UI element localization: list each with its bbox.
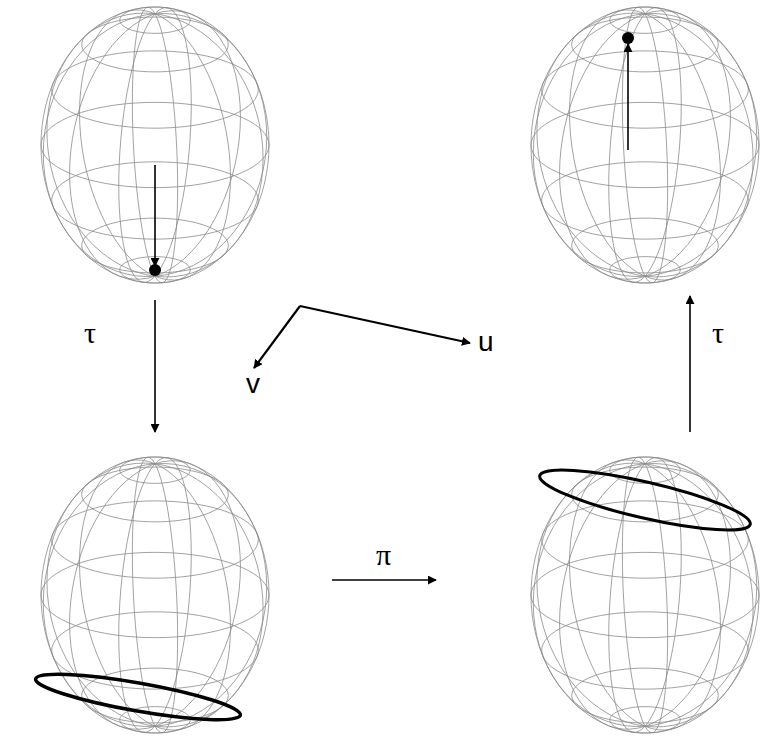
axis-label: u [478, 328, 494, 356]
sphere-wireframe [609, 8, 682, 282]
sphere-wireframe [542, 162, 749, 239]
sphere-wireframe [70, 461, 241, 729]
transition-label: τ [712, 318, 724, 348]
state-vector [154, 165, 156, 266]
sphere-wireframe [52, 612, 259, 689]
trajectory [536, 458, 755, 542]
transition-label: τ [84, 318, 96, 348]
axis [254, 306, 300, 368]
axis [300, 306, 470, 343]
sphere-wireframe [572, 17, 719, 72]
sphere-wireframe [542, 612, 749, 689]
sphere-wireframe [41, 552, 269, 637]
sphere-wireframe [533, 464, 756, 727]
sphere-wireframe [119, 8, 192, 282]
sphere-wireframe [52, 501, 259, 578]
sphere-wireframe [80, 460, 231, 730]
sphere-wireframe [570, 460, 721, 730]
sphere-wireframe [622, 7, 667, 282]
transition-arrow [689, 296, 691, 432]
sphere-wireframe [132, 7, 177, 282]
sphere-wireframe [542, 51, 749, 128]
sphere-wireframe [622, 457, 667, 732]
sphere-wireframe [41, 457, 269, 733]
sphere-wireframe [531, 102, 759, 187]
state-dot [149, 264, 161, 276]
sphere-wireframe [41, 7, 269, 283]
sphere-wireframe [560, 11, 731, 279]
state-dot [622, 32, 634, 44]
axis-label: v [246, 370, 260, 398]
sphere-wireframe [542, 501, 749, 578]
sphere-wireframe [531, 7, 759, 283]
sphere-wireframe [52, 51, 259, 128]
sphere-wireframe [531, 552, 759, 637]
state-vector [627, 44, 629, 150]
sphere-wireframe [80, 10, 231, 280]
transition-arrow [332, 579, 436, 581]
sphere-wireframe [132, 457, 177, 732]
sphere-wireframe [47, 13, 263, 277]
sphere-wireframe [572, 218, 719, 273]
sphere-wireframe [533, 14, 756, 277]
sphere-wireframe [531, 457, 759, 733]
sphere-wireframe [43, 14, 266, 277]
sphere-wireframe [82, 467, 229, 522]
sphere-wireframe [70, 11, 241, 279]
sphere-wireframe [572, 668, 719, 723]
sphere-wireframe [570, 10, 721, 280]
sphere-wireframe [537, 13, 753, 277]
sphere-wireframe [82, 17, 229, 72]
transition-arrow [154, 300, 156, 432]
transition-label: π [376, 540, 391, 570]
trajectory [33, 665, 243, 729]
sphere-wireframe [609, 458, 682, 732]
